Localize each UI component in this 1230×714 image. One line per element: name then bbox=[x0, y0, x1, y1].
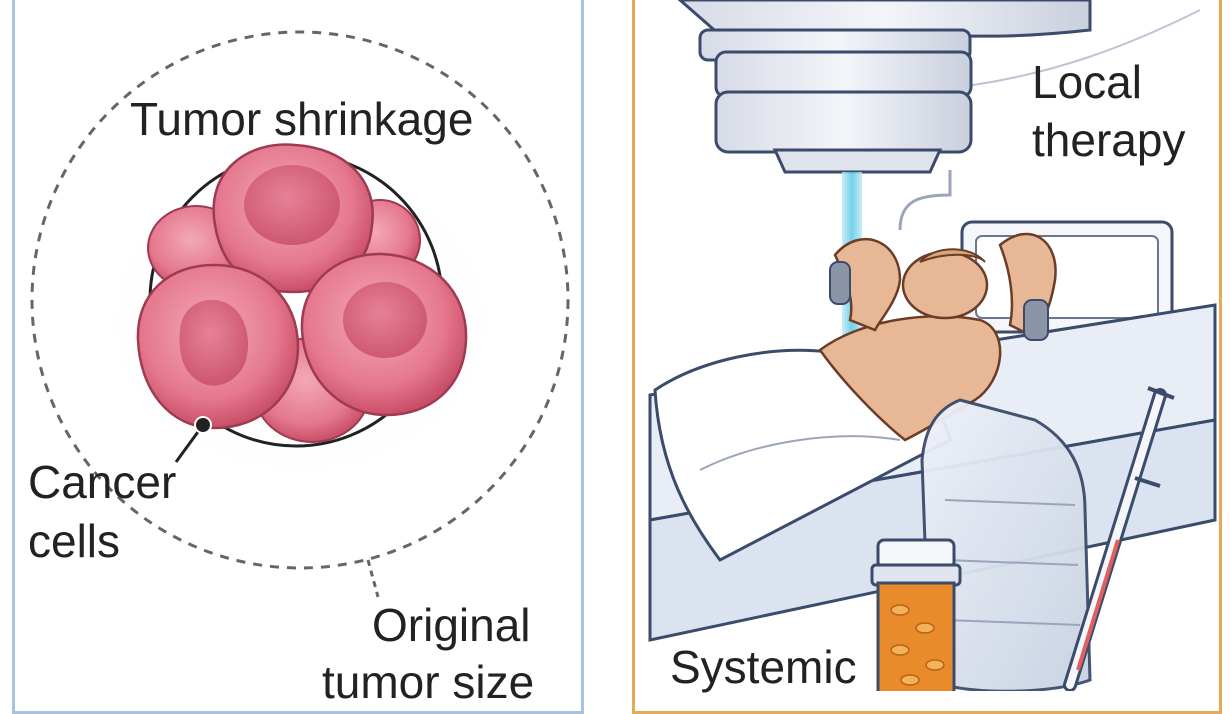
original-size-outline bbox=[30, 30, 570, 570]
local-therapy-label-line2: therapy bbox=[1032, 114, 1186, 166]
tumor-shrinkage-label: Tumor shrinkage bbox=[130, 93, 474, 145]
systemic-label: Systemic bbox=[670, 641, 857, 693]
original-size-label-line2: tumor size bbox=[322, 656, 535, 708]
original-size-label-line1: Original bbox=[372, 599, 531, 651]
local-therapy-label-line1: Local bbox=[1032, 56, 1142, 108]
illustration-canvas bbox=[30, 0, 1217, 691]
pill-bottle-illustration bbox=[870, 538, 962, 691]
cancer-cells-label-line1: Cancer bbox=[28, 456, 177, 508]
syringe-illustration bbox=[1063, 386, 1175, 691]
cancer-cells-illustration bbox=[30, 30, 570, 598]
cancer-cells-label-line2: cells bbox=[28, 515, 121, 567]
